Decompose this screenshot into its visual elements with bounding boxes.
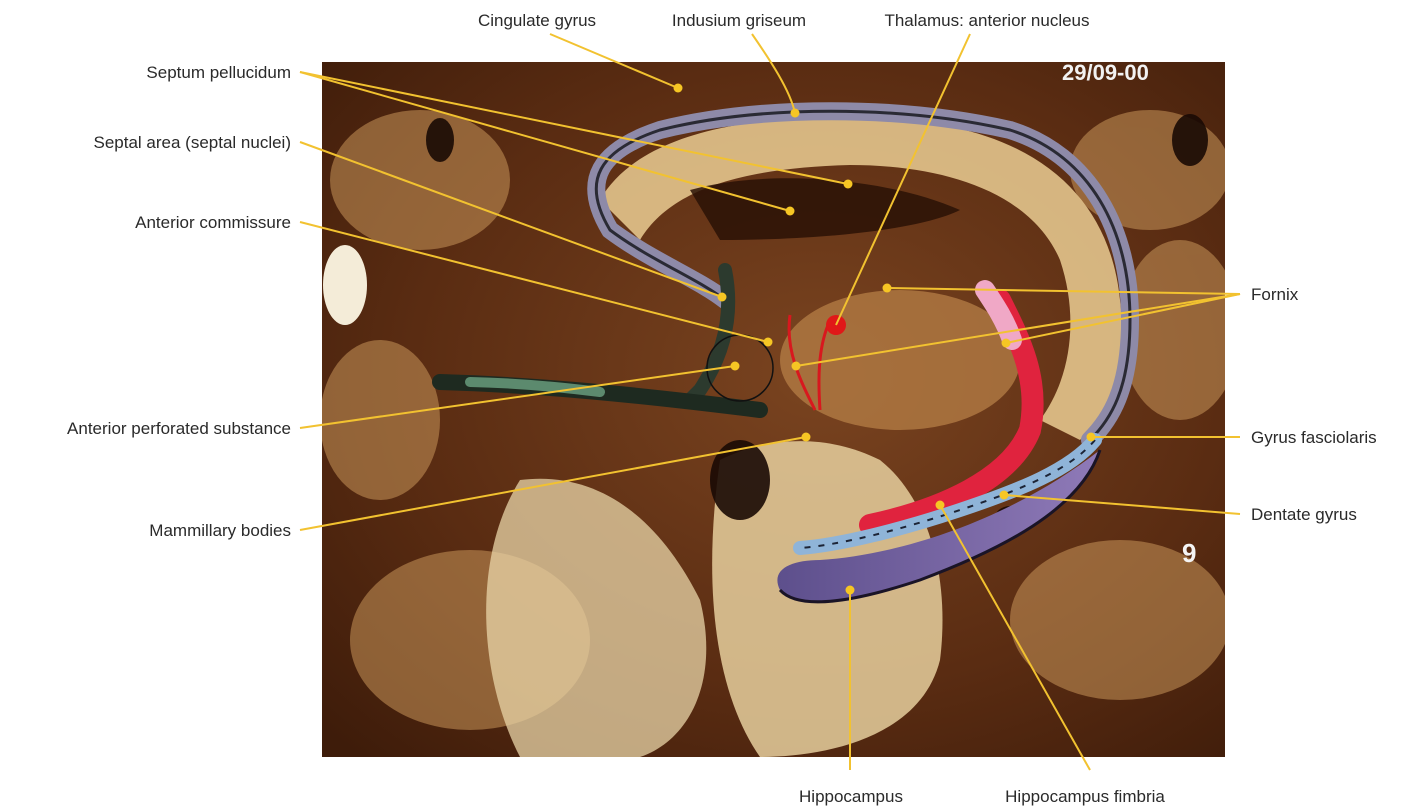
dot-hippocampus <box>846 586 855 595</box>
label-hippocampus: Hippocampus <box>799 787 903 806</box>
dot-indusium-griseum <box>791 109 800 118</box>
dot-anterior-commissure <box>764 338 773 347</box>
label-septal-area: Septal area (septal nuclei) <box>93 133 291 152</box>
dot-hippocampus-fimbria <box>936 501 945 510</box>
label-anterior-perforated-substance: Anterior perforated substance <box>67 419 291 438</box>
label-indusium-griseum: Indusium griseum <box>672 11 806 30</box>
dot-dentate-gyrus <box>1000 491 1009 500</box>
corner-timestamp: 29/09-00 <box>1062 60 1149 85</box>
dot-gyrus-fasciolaris <box>1087 433 1096 442</box>
dot-fornix-2 <box>1002 339 1011 348</box>
dot-septum-pellucidum-2 <box>786 207 795 216</box>
label-mammillary-bodies: Mammillary bodies <box>149 521 291 540</box>
slice-marker: 9 <box>1182 538 1196 568</box>
label-gyrus-fasciolaris: Gyrus fasciolaris <box>1251 428 1377 447</box>
label-dentate-gyrus: Dentate gyrus <box>1251 505 1357 524</box>
label-hippocampus-fimbria: Hippocampus fimbria <box>1005 787 1165 806</box>
label-septum-pellucidum: Septum pellucidum <box>146 63 291 82</box>
dot-septal-area <box>718 293 727 302</box>
dot-cingulate-gyrus <box>674 84 683 93</box>
label-thalamus-anterior-nucleus: Thalamus: anterior nucleus <box>884 11 1089 30</box>
dot-septum-pellucidum-1 <box>844 180 853 189</box>
mri-image: 29/09-00 9 <box>320 60 1240 757</box>
dot-anterior-perforated-substance <box>731 362 740 371</box>
dot-fornix-1 <box>883 284 892 293</box>
label-fornix: Fornix <box>1251 285 1299 304</box>
dot-mammillary-bodies <box>802 433 811 442</box>
dot-fornix-3 <box>792 362 801 371</box>
label-cingulate-gyrus: Cingulate gyrus <box>478 11 596 30</box>
label-anterior-commissure: Anterior commissure <box>135 213 291 232</box>
